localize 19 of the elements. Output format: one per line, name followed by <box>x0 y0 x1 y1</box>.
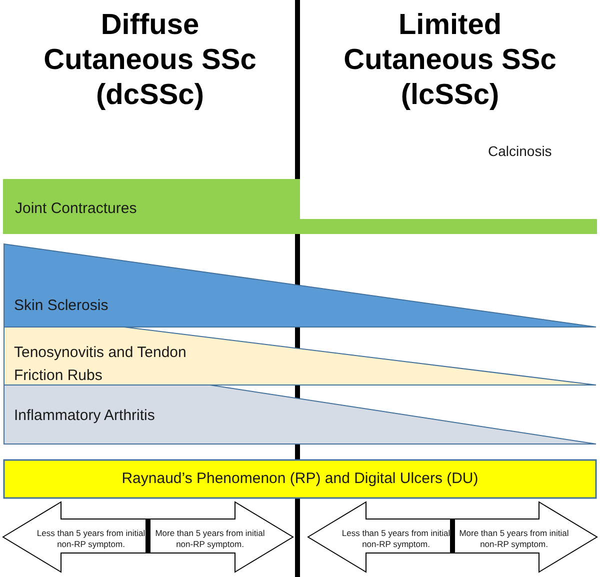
wedge-shape <box>4 327 596 385</box>
band-label: Inflammatory Arthritis <box>14 406 156 426</box>
band-label: Raynaud’s Phenomenon (RP) and Digital Ulcers (DU) <box>120 469 480 488</box>
timeline-shape <box>308 502 597 572</box>
band-label: Joint Contractures <box>15 199 138 218</box>
column-heading: Diffuse Cutaneous SSc (dcSSc) <box>42 8 258 113</box>
band-shape <box>3 179 597 234</box>
wedge-shape <box>4 244 596 327</box>
note-label: Calcinosis <box>488 143 553 159</box>
band-label: Skin Sclerosis <box>14 296 110 316</box>
wedge-shape <box>4 385 596 444</box>
column-heading: Limited Cutaneous SSc (lcSSc) <box>342 8 558 113</box>
timeline-label: More than 5 years from initial non-RP symptom. <box>154 528 266 550</box>
timeline-label: More than 5 years from initial non-RP symptom. <box>458 528 570 550</box>
timeline-shape <box>3 502 293 572</box>
timeline-label: Less than 5 years from initial non-RP symptom. <box>36 528 146 550</box>
timeline-label: Less than 5 years from initial non-RP symptom. <box>340 528 452 550</box>
banner-box <box>4 460 596 498</box>
band-label: Tenosynovitis and Tendon Friction Rubs <box>14 343 188 386</box>
